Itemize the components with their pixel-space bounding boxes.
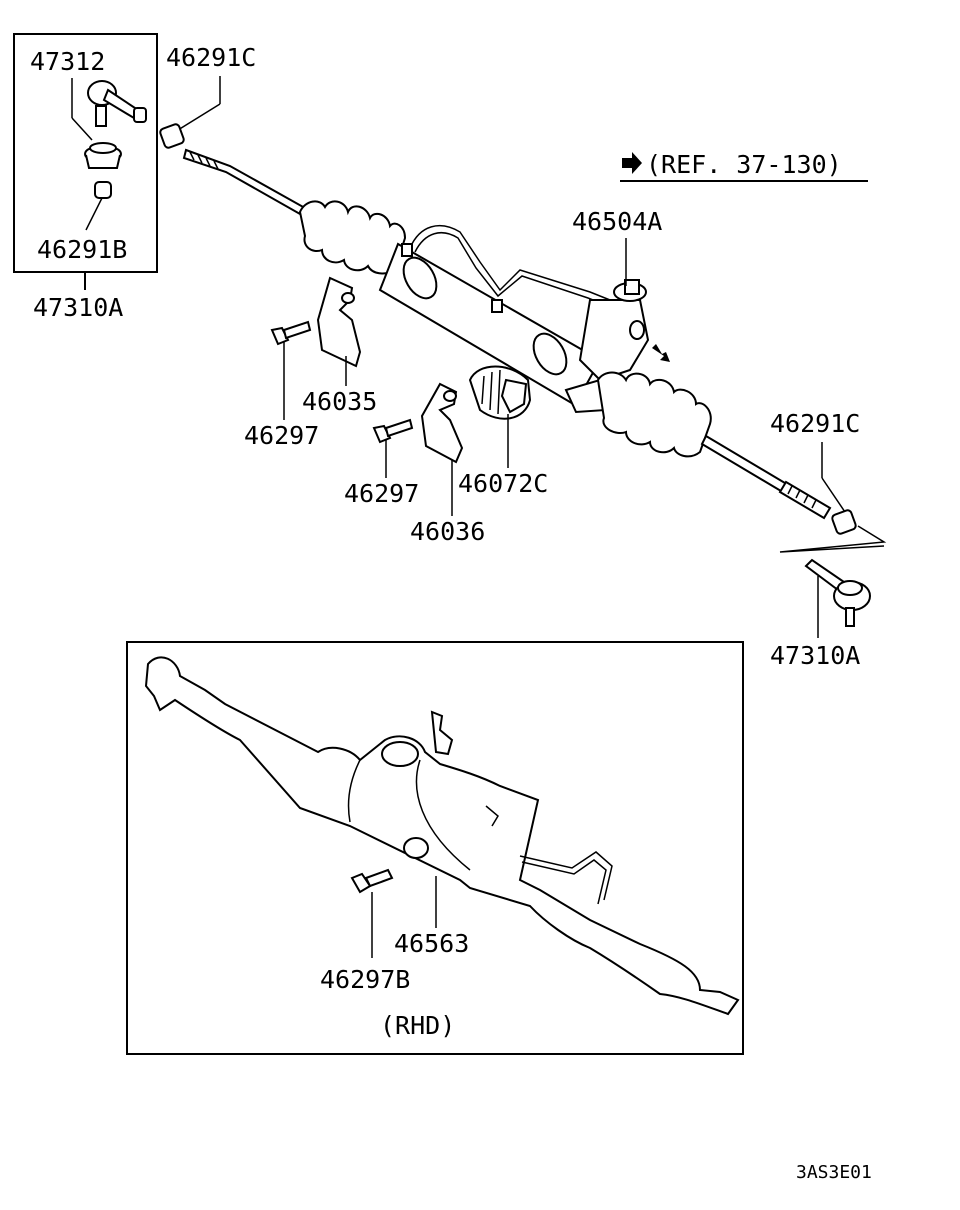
nut-icon	[94, 181, 112, 199]
clamp-46035-icon	[316, 276, 362, 368]
rhd-inset: 46563 46297B (RHD)	[126, 641, 744, 1055]
part-label-47310A-right[interactable]: 47310A	[770, 641, 860, 670]
reference-note: (REF. 37-130)	[620, 150, 868, 182]
lock-nut-icon	[159, 123, 185, 149]
dust-boot-icon	[84, 142, 122, 169]
ref-label[interactable]: (REF. 37-130)	[646, 150, 842, 179]
part-label-46563[interactable]: 46563	[394, 929, 469, 958]
lock-nut-right-icon	[831, 509, 857, 535]
part-label-46291C-top[interactable]: 46291C	[166, 43, 256, 72]
rhd-label: (RHD)	[380, 1011, 455, 1040]
part-label-46297-a[interactable]: 46297	[244, 421, 319, 450]
part-label-46291B[interactable]: 46291B	[37, 235, 127, 264]
diagram-code: 3AS3E01	[796, 1162, 872, 1183]
part-label-46297-b[interactable]: 46297	[344, 479, 419, 508]
part-label-46036[interactable]: 46036	[410, 517, 485, 546]
clamp-46036-icon	[420, 382, 464, 464]
part-label-47310A-left[interactable]: 47310A	[33, 293, 123, 322]
part-label-46072C[interactable]: 46072C	[458, 469, 548, 498]
part-label-46291C-right[interactable]: 46291C	[770, 409, 860, 438]
bolt-46297-b-icon	[372, 418, 414, 444]
rhd-rack-icon	[144, 656, 740, 1016]
part-label-46504A[interactable]: 46504A	[572, 207, 662, 236]
bolt-46297B-icon	[350, 868, 394, 894]
tie-rod-end-kit-inset: 47312 46291B	[13, 33, 158, 290]
bushing-46072C-icon	[468, 365, 532, 420]
bolt-46297-a-icon	[270, 320, 312, 346]
arrow-right-icon	[622, 152, 642, 174]
tie-rod-end-right-icon	[804, 558, 871, 627]
direction-arrow-icon	[652, 344, 670, 362]
part-label-46035[interactable]: 46035	[302, 387, 377, 416]
steering-rack-assembly-icon	[182, 148, 832, 520]
part-label-47312[interactable]: 47312	[30, 47, 105, 76]
tie-rod-end-icon	[87, 80, 147, 127]
part-label-46297B[interactable]: 46297B	[320, 965, 410, 994]
